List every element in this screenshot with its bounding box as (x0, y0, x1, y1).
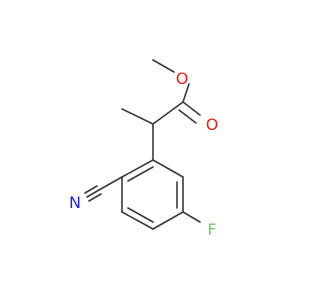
bond-ring-fluorine (182, 211, 201, 223)
nitrile-nitrogen-label: N (69, 193, 81, 212)
bond-oxygen-carbonyl (182, 83, 190, 103)
ring-bond-6 (121, 159, 154, 178)
atom-labels: O O N F (69, 69, 218, 239)
carbonyl-oxygen-label: O (206, 115, 219, 134)
bond-carbonyl-alpha (152, 101, 184, 125)
nitrile-triple-a (86, 189, 100, 198)
bond-ring-nitrile (98, 176, 123, 191)
ring-inner-3 (127, 207, 154, 223)
bond-alpha-methyl (121, 108, 154, 125)
bond-carbonyl-double-b (178, 109, 197, 124)
structure-diagram: O O N F (69, 59, 218, 239)
ester-oxygen-label: O (176, 69, 189, 88)
nitrile-triple-c (88, 193, 102, 202)
ring-bond-1 (152, 159, 184, 178)
ring-bond-4 (121, 211, 154, 230)
bond-methyl-oxygen (152, 59, 175, 73)
nitrile-triple-b (84, 185, 98, 194)
ring-inner-1 (127, 166, 154, 182)
fluorine-label: F (207, 220, 216, 239)
bond-lines (84, 59, 201, 230)
bond-carbonyl-double-a (182, 101, 201, 116)
ring-bond-3 (152, 211, 184, 230)
